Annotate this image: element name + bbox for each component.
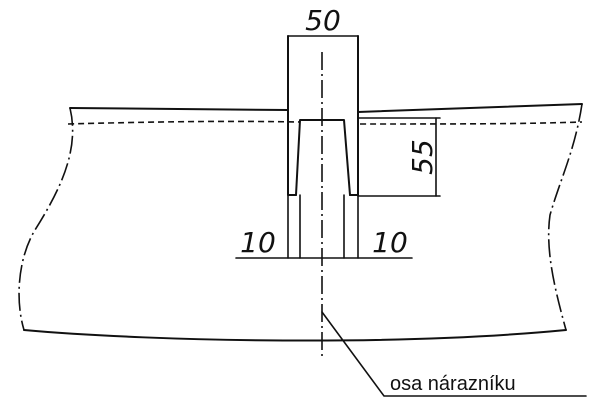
mount-outer-right: [349, 35, 359, 196]
mount-slot: [295, 119, 351, 196]
axis-label: osa nárazníku: [390, 373, 516, 395]
bumper-bottom-edge: [23, 329, 567, 342]
bumper-top-edge-right: [357, 103, 583, 113]
bumper-hidden-line-right: [359, 121, 583, 125]
right-offset-label: 10: [372, 226, 408, 259]
axis-leader: [321, 311, 587, 397]
depth-dim-label: 55: [406, 139, 439, 175]
left-break-line: [18, 107, 74, 331]
bumper-hidden-line: [67, 120, 301, 125]
left-offset-label: 10: [240, 226, 276, 259]
bumper-top-edge: [69, 107, 289, 111]
right-break-line: [547, 103, 583, 331]
width-dim-label: 50: [305, 4, 341, 37]
mount-outer-left: [287, 35, 297, 196]
